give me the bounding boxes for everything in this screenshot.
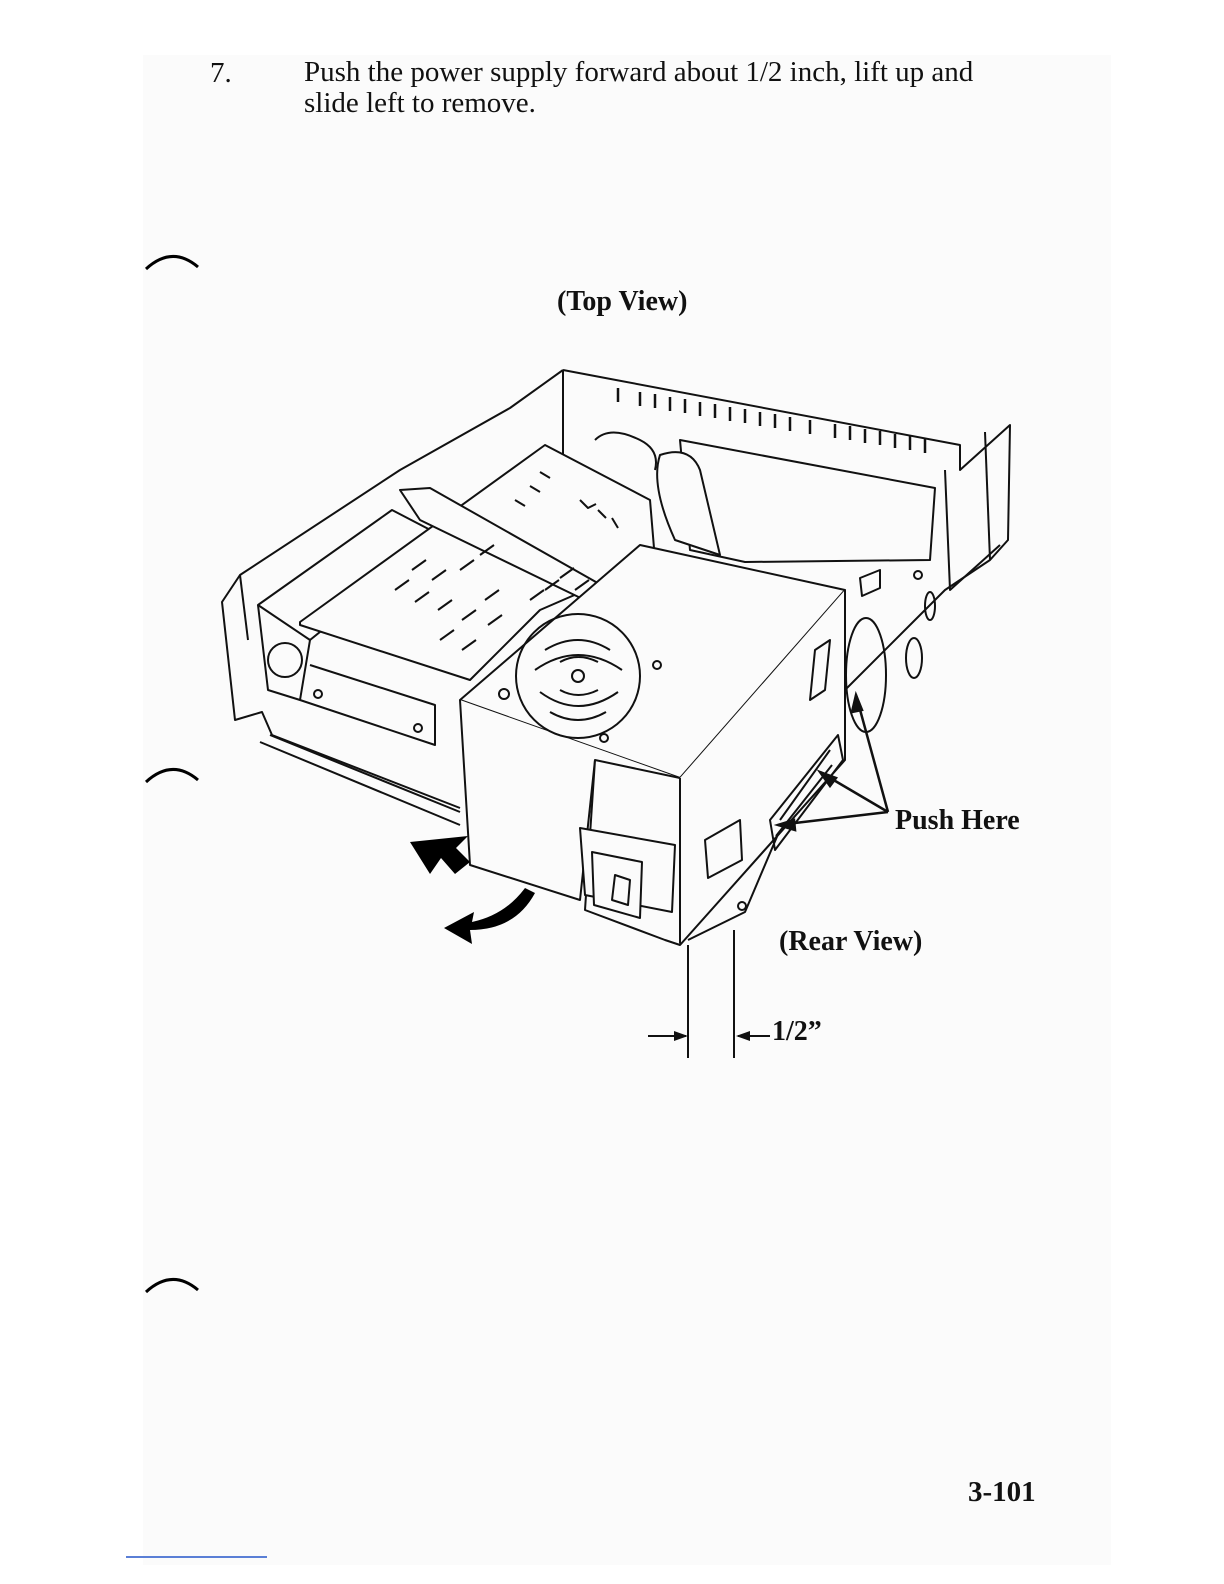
power-supply-removal-illustration [215, 365, 1025, 1065]
step-instruction: Push the power supply forward about 1/2 … [304, 57, 1044, 119]
rear-view-label: (Rear View) [779, 926, 922, 958]
page-number: 3-101 [968, 1476, 1036, 1509]
footer-rule [126, 1556, 267, 1558]
push-here-label: Push Here [895, 805, 1020, 837]
binder-hole-mark [142, 760, 206, 786]
binder-hole-mark [142, 247, 206, 273]
dimension-label: 1/2” [772, 1016, 822, 1048]
step-number: 7. [210, 57, 232, 90]
arrow-lift-curve-icon [444, 888, 535, 944]
dimension-marker [648, 930, 770, 1058]
arrow-left-icon [410, 836, 470, 874]
top-view-label: (Top View) [557, 286, 687, 318]
binder-hole-mark [142, 1270, 206, 1296]
